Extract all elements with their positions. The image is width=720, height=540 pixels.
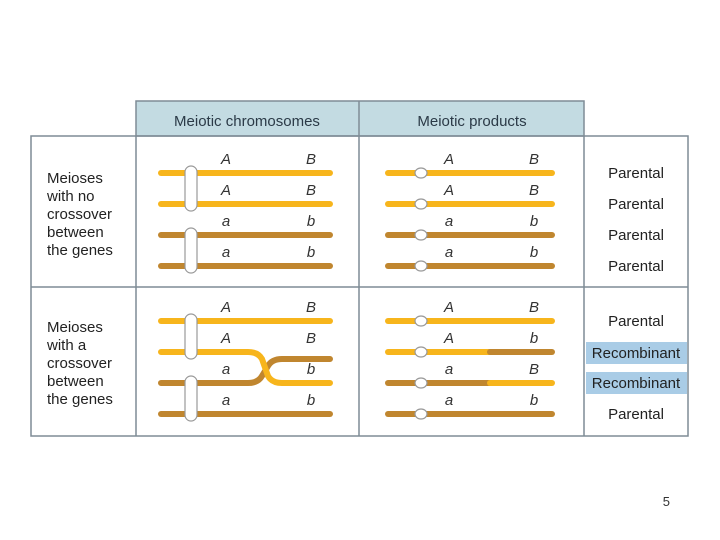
row2-product3-centromere xyxy=(414,377,428,389)
row1-chrom1-right-allele: B xyxy=(306,151,316,168)
row1-label-line5: the genes xyxy=(47,242,113,259)
row2-outcome2: Recombinant xyxy=(592,345,681,362)
row2-product3-right-allele: B xyxy=(529,361,539,378)
row2-centromere-top xyxy=(184,313,198,360)
row1-chrom1-left-allele: A xyxy=(220,151,231,168)
row1-outcome3: Parental xyxy=(608,227,664,244)
row1-label-line1: Meioses xyxy=(47,170,103,187)
slide-number: 5 xyxy=(662,494,670,509)
row2-recombinant-highlight-1 xyxy=(586,342,687,364)
row2-chrom1-right-allele: B xyxy=(306,299,316,316)
row2-centromere-bottom xyxy=(184,375,198,422)
row2-product1-left-allele: A xyxy=(443,299,454,316)
row1-label-line4: between xyxy=(47,224,104,241)
row1-centromere-bottom xyxy=(184,227,198,274)
row1-chrom4-right-allele: b xyxy=(307,244,315,261)
row2-chrom2-crossover-strand xyxy=(158,349,333,386)
row1-product1-left-allele: A xyxy=(443,151,454,168)
row2-chrom4-left-allele: a xyxy=(222,392,230,409)
row2-label-line5: the genes xyxy=(47,391,113,408)
row1-product2-left-allele: A xyxy=(443,182,454,199)
row2-label-line1: Meioses xyxy=(47,319,103,336)
row2-label-line3: crossover xyxy=(47,355,112,372)
row2-chrom3-left-allele: a xyxy=(222,361,230,378)
row1-outcome1: Parental xyxy=(608,165,664,182)
row2-chromosomes: A B A B a b a b xyxy=(158,299,333,422)
row1-product3-left-allele: a xyxy=(445,213,453,230)
header-meiotic-products: Meiotic products xyxy=(417,113,526,130)
row1-product2-centromere xyxy=(414,198,428,210)
row1-product3-right-allele: b xyxy=(530,213,538,230)
row2-recombinant-highlight-2 xyxy=(586,372,687,394)
row1-product4-centromere xyxy=(414,260,428,272)
row1-product2-right-allele: B xyxy=(529,182,539,199)
row1-chrom3-left-allele: a xyxy=(222,213,230,230)
row1-label-line3: crossover xyxy=(47,206,112,223)
row1-label-line2: with no xyxy=(46,188,95,205)
row1-product4-left-allele: a xyxy=(445,244,453,261)
row2-product1-right-allele: B xyxy=(529,299,539,316)
row2-product2-left-allele: A xyxy=(443,330,454,347)
row2-product3-left-allele: a xyxy=(445,361,453,378)
row2-product4-centromere xyxy=(414,408,428,420)
row2-chrom2-right-allele: B xyxy=(306,330,316,347)
row2-chrom3-right-allele: b xyxy=(307,361,315,378)
row1-outcome2: Parental xyxy=(608,196,664,213)
row2-outcome3: Recombinant xyxy=(592,375,681,392)
row1-product4-right-allele: b xyxy=(530,244,538,261)
row2-label-line4: between xyxy=(47,373,104,390)
row2-product2-centromere xyxy=(414,346,428,358)
row2-product4-right-allele: b xyxy=(530,392,538,409)
row2-outcome4: Parental xyxy=(608,406,664,423)
row2-label-line2: with a xyxy=(46,337,87,354)
row2-product2-right-allele: b xyxy=(530,330,538,347)
row1-outcome4: Parental xyxy=(608,258,664,275)
row1-chrom3-right-allele: b xyxy=(307,213,315,230)
row2-product4-left-allele: a xyxy=(445,392,453,409)
row1-product1-centromere xyxy=(414,167,428,179)
row1-chrom2-left-allele: A xyxy=(220,182,231,199)
header-meiotic-chromosomes: Meiotic chromosomes xyxy=(174,113,320,130)
row1-product1-right-allele: B xyxy=(529,151,539,168)
row2-products: A B A b a B a b xyxy=(385,299,555,420)
row2-chrom2-left-allele: A xyxy=(220,330,231,347)
header-band xyxy=(135,100,585,137)
row1-chrom4-left-allele: a xyxy=(222,244,230,261)
row2-chrom1-left-allele: A xyxy=(220,299,231,316)
row2-chrom4-right-allele: b xyxy=(307,392,315,409)
row1-chromosomes: A B A B a b a b xyxy=(158,151,333,274)
row1-centromere-top xyxy=(184,165,198,212)
row2-outcome1: Parental xyxy=(608,313,664,330)
row2-product1-centromere xyxy=(414,315,428,327)
row1-product3-centromere xyxy=(414,229,428,241)
row1-chrom2-right-allele: B xyxy=(306,182,316,199)
row1-products: A B A B a b a b xyxy=(385,151,555,272)
